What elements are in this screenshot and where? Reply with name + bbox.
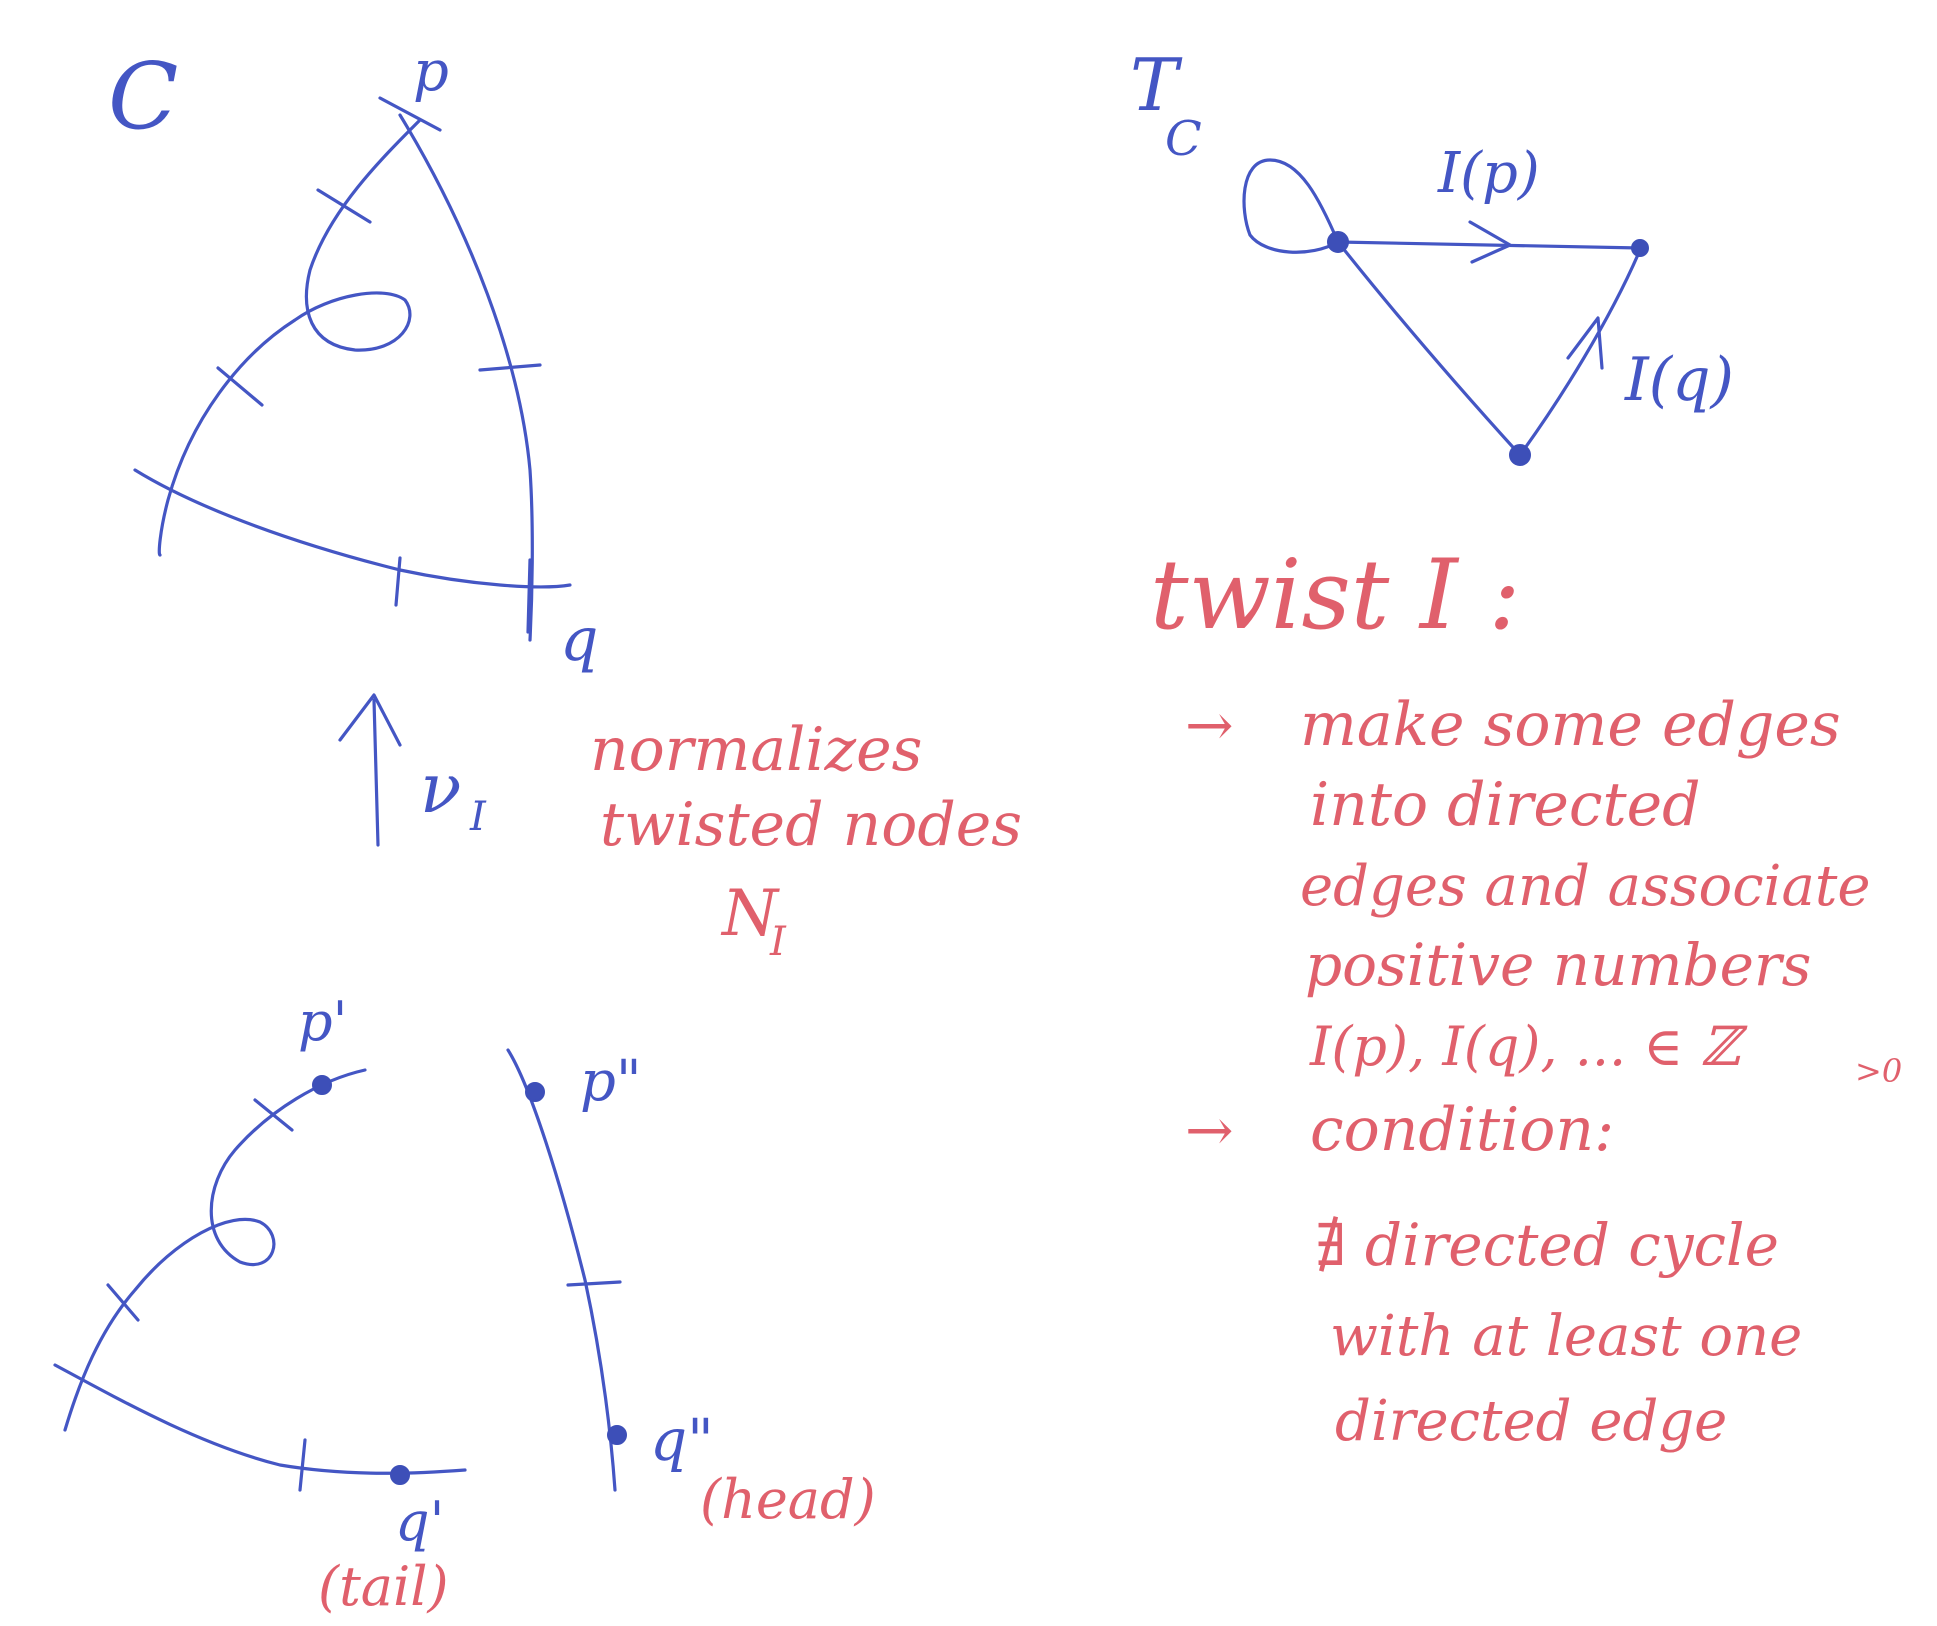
map-caption-line2: twisted nodes [600, 790, 1022, 860]
graph-title-subscript: C [1165, 111, 1202, 167]
tick-mark [106, 1283, 140, 1322]
bullet1-line3: edges and associate [1300, 854, 1871, 919]
node-dot-q-double-prime [607, 1425, 627, 1445]
map-subscript: I [469, 794, 487, 840]
tick-mark [316, 188, 372, 224]
twisted-nodes-symbol: N [720, 877, 780, 951]
normalized-right-branch [506, 1048, 617, 1492]
graph-self-loop [1242, 158, 1340, 254]
bullet2-line2: ∄ directed cycle [1315, 1211, 1779, 1279]
twist-heading: twist I : [1150, 539, 1521, 651]
head-note: (head) [700, 1468, 876, 1531]
tick-mark [253, 1098, 294, 1132]
curve-right-branch [398, 113, 534, 642]
bullet1-line5: I(p), I(q), ... ∈ ℤ [1309, 1015, 1749, 1078]
graph-title: T [1130, 43, 1183, 127]
tick-mark [298, 1438, 307, 1492]
tick-mark [216, 366, 264, 407]
bullet2-line3: with at least one [1330, 1304, 1802, 1369]
graph-vertex [1327, 231, 1349, 253]
bullet2-line4: directed edge [1335, 1389, 1727, 1454]
edge-label-p: I(p) [1437, 141, 1540, 206]
twisted-nodes-subscript: I [769, 919, 787, 965]
map-arrow-head [338, 693, 402, 747]
tick-mark [394, 556, 402, 607]
bullet1-line1: make some edges [1300, 690, 1841, 760]
graph-edge-undirected [1336, 240, 1522, 457]
tick-mark [566, 1280, 622, 1287]
tick-mark [478, 363, 542, 372]
bullet-arrow: → [1185, 1096, 1234, 1164]
normalization-map: ν I normalizes twisted nodes N I [338, 693, 1022, 965]
tail-note: (tail) [318, 1555, 449, 1618]
bullet2-line1: condition: [1310, 1095, 1614, 1165]
curve-c-diagram: C p q [108, 39, 598, 675]
twist-notes: twist I : → make some edges into directe… [1150, 539, 1902, 1454]
q-prime-label: q' [395, 1490, 444, 1553]
p-prime-label: p' [298, 990, 347, 1053]
tick-mark [526, 558, 532, 634]
bullet1-line5-subscript: >0 [1855, 1052, 1902, 1090]
graph-edge-q-arrowhead [1566, 316, 1604, 370]
normalized-bottom-branch [53, 1363, 467, 1475]
bullet-arrow: → [1185, 691, 1234, 759]
normalized-left-branch-with-loop [63, 1068, 367, 1432]
node-dot-q-prime [390, 1465, 410, 1485]
point-q-label: q [560, 605, 598, 675]
q-double-prime-label: q" [650, 1406, 714, 1474]
curve-left-branch-with-loop [157, 118, 422, 557]
bullet1-line4: positive numbers [1305, 931, 1811, 999]
graph-vertex [1509, 444, 1531, 466]
node-dot-p-double-prime [525, 1082, 545, 1102]
graph-vertex [1631, 239, 1649, 257]
tick-mark [378, 96, 442, 132]
normalized-curve-diagram: p' p" q' q" (tail) (head) [53, 990, 876, 1618]
graph-edge-p [1336, 240, 1642, 250]
edge-label-q: I(q) [1624, 345, 1734, 415]
curve-c-label: C [108, 43, 178, 150]
bullet1-line2: into directed [1310, 770, 1701, 840]
map-up-arrow [372, 698, 380, 847]
p-double-prime-label: p" [580, 1049, 642, 1114]
map-symbol: ν [420, 750, 461, 829]
graph-edge-q [1518, 248, 1642, 457]
curve-bottom-branch [133, 468, 572, 589]
dual-graph-diagram: T C I(p) I(q) [1130, 43, 1734, 466]
map-caption-line1: normalizes [590, 715, 922, 785]
point-p-label: p [413, 39, 449, 104]
node-dot-p-prime [312, 1075, 332, 1095]
graph-edge-p-arrowhead [1468, 220, 1512, 264]
